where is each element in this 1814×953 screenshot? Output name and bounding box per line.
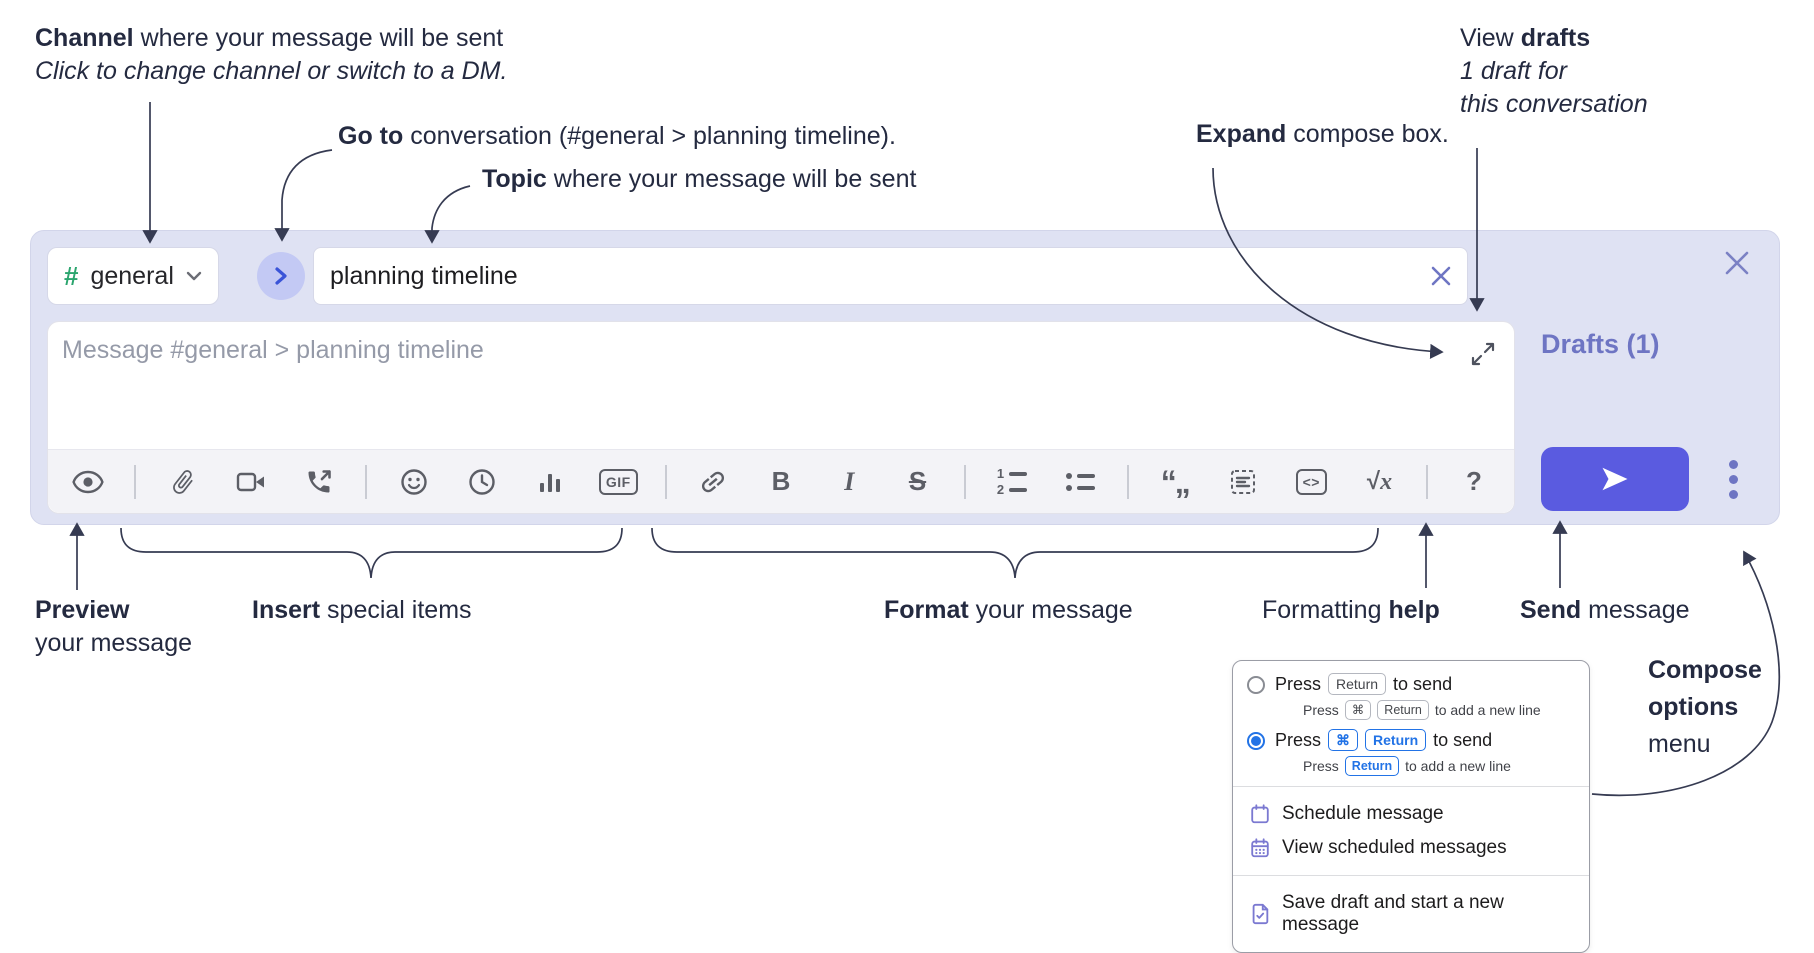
smiley-icon bbox=[400, 468, 427, 495]
video-camera-icon bbox=[236, 472, 264, 491]
code-button[interactable]: <> bbox=[1289, 461, 1333, 503]
return-to-send-option[interactable]: Press Return to send Press ⌘ Return to a… bbox=[1247, 673, 1575, 720]
radio-unchecked-icon[interactable] bbox=[1247, 676, 1265, 694]
ordered-list-icon: 1 2 bbox=[997, 467, 1028, 496]
bulleted-list-button[interactable] bbox=[1058, 461, 1102, 503]
toolbar-separator bbox=[664, 464, 667, 499]
topic-annotation: Topic where your message will be sent bbox=[482, 165, 917, 193]
compose-options-annotation: Compose options menu bbox=[1648, 656, 1762, 758]
compose-box: # general Message #general > planning ti… bbox=[30, 230, 1780, 525]
code-block-icon bbox=[1231, 469, 1255, 494]
code-block-button[interactable] bbox=[1221, 461, 1265, 503]
topic-field-wrap bbox=[313, 247, 1468, 305]
cmd-return-to-send-option[interactable]: Press ⌘ Return to send Press Return to a… bbox=[1247, 729, 1575, 776]
return-keycap: Return bbox=[1377, 700, 1429, 720]
channel-annotation: Channel where your message will be sent … bbox=[35, 24, 508, 85]
goto-annotation: Go to conversation (#general > planning … bbox=[338, 122, 896, 150]
italic-icon: I bbox=[844, 466, 855, 496]
link-icon bbox=[701, 471, 724, 492]
emoji-button[interactable] bbox=[392, 461, 436, 503]
send-icon bbox=[1602, 467, 1628, 491]
toolbar-separator bbox=[365, 464, 368, 499]
code-icon: <> bbox=[1295, 468, 1327, 495]
quote-icon: “„ bbox=[1160, 463, 1191, 500]
formatting-help-annotation: Formatting help bbox=[1262, 596, 1440, 624]
toolbar-separator bbox=[963, 464, 966, 499]
goto-conversation-button[interactable] bbox=[257, 252, 305, 300]
menu-divider bbox=[1233, 786, 1589, 787]
clock-icon bbox=[469, 468, 495, 495]
channel-selector[interactable]: # general bbox=[47, 247, 219, 305]
formula-button[interactable]: √x bbox=[1358, 461, 1402, 503]
close-icon bbox=[1431, 266, 1451, 286]
schedule-message-item[interactable]: Schedule message bbox=[1247, 797, 1575, 831]
save-draft-item[interactable]: Save draft and start a new message bbox=[1247, 886, 1575, 942]
link-button[interactable] bbox=[691, 461, 735, 503]
strikethrough-button[interactable]: S bbox=[896, 461, 940, 503]
close-compose-button[interactable] bbox=[1721, 247, 1753, 279]
chevron-down-icon bbox=[186, 271, 202, 281]
formula-icon: √x bbox=[1366, 467, 1393, 495]
attach-file-button[interactable] bbox=[161, 461, 205, 503]
calendar-icon bbox=[1251, 804, 1269, 824]
return-keycap: Return bbox=[1328, 673, 1387, 695]
view-drafts-annotation: View drafts 1 draft for this conversatio… bbox=[1460, 24, 1648, 118]
chevron-right-icon bbox=[275, 267, 287, 285]
bold-button[interactable]: B bbox=[759, 461, 803, 503]
toolbar-separator bbox=[134, 464, 137, 499]
toolbar-separator bbox=[1425, 464, 1428, 499]
expand-compose-button[interactable] bbox=[1468, 340, 1498, 370]
topic-clear-button[interactable] bbox=[1426, 261, 1456, 291]
channel-hash-icon: # bbox=[64, 260, 79, 291]
view-scheduled-messages-item[interactable]: View scheduled messages bbox=[1247, 831, 1575, 865]
calendar-dots-icon bbox=[1251, 838, 1269, 858]
poll-button[interactable] bbox=[528, 461, 572, 503]
topic-input[interactable] bbox=[313, 247, 1468, 305]
composer-toolbar: GIF B I S 1 2 bbox=[48, 449, 1514, 513]
compose-options-button[interactable] bbox=[1709, 455, 1757, 503]
paperclip-icon bbox=[172, 469, 193, 494]
expand-icon bbox=[1471, 342, 1495, 365]
bold-icon: B bbox=[771, 466, 791, 496]
insert-annotation: Insert special items bbox=[252, 596, 472, 624]
format-annotation: Format your message bbox=[884, 596, 1133, 624]
bar-chart-icon bbox=[540, 473, 560, 492]
compose-options-menu: Press Return to send Press ⌘ Return to a… bbox=[1232, 660, 1590, 953]
message-input-placeholder[interactable]: Message #general > planning timeline bbox=[62, 336, 484, 364]
bulleted-list-icon bbox=[1065, 472, 1095, 491]
drafts-link[interactable]: Drafts (1) bbox=[1541, 329, 1660, 359]
recent-clock-button[interactable] bbox=[460, 461, 504, 503]
cmd-keycap: ⌘ bbox=[1344, 700, 1372, 720]
expand-annotation: Expand compose box. bbox=[1196, 120, 1449, 148]
preview-annotation: Preview your message bbox=[35, 596, 193, 657]
preview-button[interactable] bbox=[66, 461, 110, 503]
cmd-keycap: ⌘ bbox=[1328, 729, 1359, 751]
message-box[interactable]: Message #general > planning timeline bbox=[47, 321, 1515, 514]
send-button[interactable] bbox=[1541, 447, 1689, 511]
italic-button[interactable]: I bbox=[827, 461, 871, 503]
ordered-list-button[interactable]: 1 2 bbox=[990, 461, 1034, 503]
toolbar-separator bbox=[1126, 464, 1129, 499]
formatting-help-button[interactable]: ? bbox=[1452, 461, 1496, 503]
gif-icon: GIF bbox=[598, 468, 638, 495]
draft-note-icon bbox=[1252, 903, 1269, 925]
audio-call-button[interactable] bbox=[297, 461, 341, 503]
radio-checked-icon[interactable] bbox=[1247, 732, 1265, 750]
video-clip-button[interactable] bbox=[229, 461, 273, 503]
eye-icon bbox=[72, 470, 104, 493]
return-keycap: Return bbox=[1365, 729, 1427, 751]
channel-name: general bbox=[90, 261, 174, 290]
kebab-icon bbox=[1728, 459, 1738, 469]
strikethrough-icon: S bbox=[908, 466, 927, 496]
phone-call-icon bbox=[308, 469, 331, 492]
menu-divider bbox=[1233, 875, 1589, 876]
return-keycap: Return bbox=[1344, 756, 1400, 776]
send-annotation: Send message bbox=[1520, 596, 1690, 624]
help-icon: ? bbox=[1466, 466, 1482, 496]
close-icon bbox=[1725, 251, 1749, 275]
blockquote-button[interactable]: “„ bbox=[1153, 461, 1197, 503]
gif-button[interactable]: GIF bbox=[596, 461, 640, 503]
